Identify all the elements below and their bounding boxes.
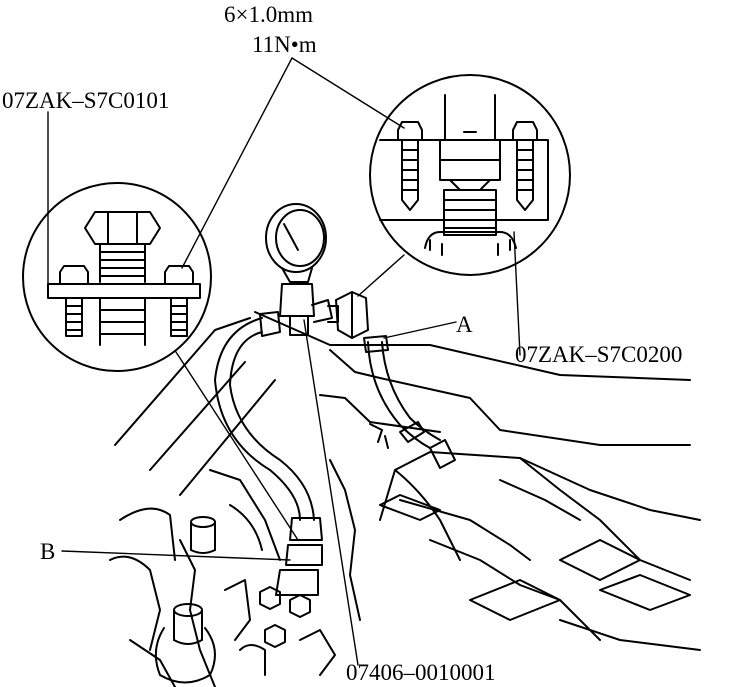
tool-number-left-label: 07ZAK–S7C0101 (2, 88, 170, 113)
pressure-gauge (265, 203, 369, 339)
tool-number-right-label: 07ZAK–S7C0200 (515, 342, 683, 367)
callout-a-label: A (456, 312, 473, 337)
leader-lines (47, 57, 521, 666)
callout-b-label: B (40, 539, 56, 564)
gauge-tool-number-label: 07406–0010001 (346, 660, 496, 685)
torque-bolt-size-label: 6×1.0mm (224, 2, 314, 27)
torque-value-label: 11N•m (252, 32, 317, 57)
engine-body (109, 311, 701, 687)
hoses (214, 311, 456, 596)
detail-circle-right (369, 74, 571, 276)
detail-circle-left (22, 182, 212, 372)
